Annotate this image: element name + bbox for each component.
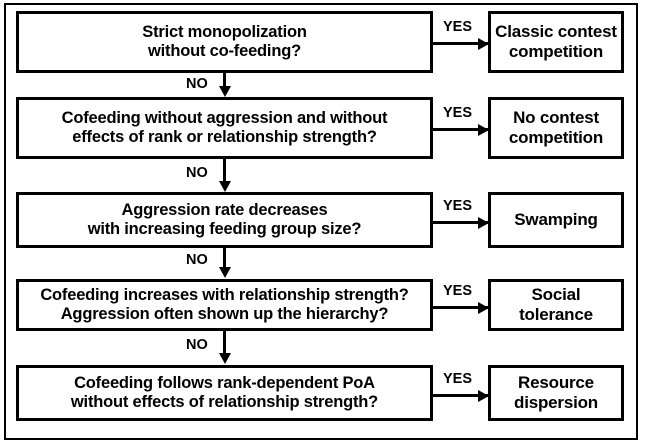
question-box-2-line-1: Cofeeding without aggression and without <box>61 108 388 127</box>
no-label-2: NO <box>186 165 208 181</box>
outcome-box-5-line-1: Resource <box>518 372 594 392</box>
outcome-box-2[interactable]: No contest competition <box>488 97 624 159</box>
yes-label-5: YES <box>443 371 473 387</box>
yes-connector-2 <box>433 123 489 136</box>
outcome-box-5-line-2: dispersion <box>514 393 598 412</box>
outcome-box-4-line-1: Social <box>531 284 581 304</box>
outcome-box-1-line-2: competition <box>508 42 604 61</box>
question-box-1[interactable]: Strict monopolization without co-feeding… <box>16 11 433 73</box>
question-box-3-line-1: Aggression rate decreases <box>121 200 328 219</box>
arrowhead-down-icon-4 <box>218 353 231 364</box>
no-label-4: NO <box>186 337 208 353</box>
arrowhead-down-icon-3 <box>218 267 231 278</box>
outcome-box-2-line-2: competition <box>508 128 604 147</box>
question-box-4[interactable]: Cofeeding increases with relationship st… <box>16 279 433 331</box>
no-connector-1 <box>218 73 231 97</box>
yes-connector-4 <box>433 301 489 314</box>
no-label-3: NO <box>186 252 208 268</box>
question-box-1-line-2: without co-feeding? <box>148 42 301 60</box>
arrowhead-right-icon-2 <box>478 123 489 136</box>
arrowhead-down-icon-1 <box>218 86 231 97</box>
outcome-box-2-line-1: No contest <box>513 107 599 127</box>
question-box-2-line-2: effects of rank or relationship strength… <box>72 128 377 146</box>
question-box-3-line-2: with increasing feeding group size? <box>87 220 362 238</box>
yes-label-4: YES <box>443 283 473 299</box>
arrowhead-down-icon-2 <box>218 181 231 192</box>
no-connector-2 <box>218 159 231 192</box>
yes-connector-1 <box>433 37 489 50</box>
outcome-box-4[interactable]: Social tolerance <box>488 279 624 331</box>
outcome-box-3[interactable]: Swamping <box>488 192 624 248</box>
question-box-4-line-2: Aggression often shown up the hierarchy? <box>60 305 389 323</box>
figure-outer-border <box>4 3 638 440</box>
yes-connector-3 <box>433 216 489 229</box>
yes-label-1: YES <box>443 19 473 35</box>
question-box-1-line-1: Strict monopolization <box>142 22 307 41</box>
yes-label-2: YES <box>443 105 473 121</box>
no-connector-4 <box>218 331 231 364</box>
question-box-3[interactable]: Aggression rate decreases with increasin… <box>16 192 433 248</box>
arrowhead-right-icon-4 <box>478 301 489 314</box>
outcome-box-4-line-2: tolerance <box>519 305 593 324</box>
outcome-box-5[interactable]: Resource dispersion <box>488 365 624 421</box>
question-box-5-line-2: without effects of relationship strength… <box>70 393 379 411</box>
question-box-5-line-1: Cofeeding follows rank-dependent PoA <box>74 373 375 392</box>
outcome-box-1-line-1: Classic contest <box>495 21 617 41</box>
no-connector-3 <box>218 248 231 278</box>
arrowhead-right-icon-3 <box>478 216 489 229</box>
arrowhead-right-icon-1 <box>478 37 489 50</box>
yes-label-3: YES <box>443 198 473 214</box>
yes-connector-5 <box>433 389 489 402</box>
question-box-2[interactable]: Cofeeding without aggression and without… <box>16 97 433 159</box>
outcome-box-1[interactable]: Classic contest competition <box>488 11 624 73</box>
question-box-5[interactable]: Cofeeding follows rank-dependent PoA wit… <box>16 365 433 421</box>
outcome-box-3-line-1: Swamping <box>514 209 598 229</box>
question-box-4-line-1: Cofeeding increases with relationship st… <box>40 285 409 304</box>
arrowhead-right-icon-5 <box>478 389 489 402</box>
no-label-1: NO <box>186 76 208 92</box>
